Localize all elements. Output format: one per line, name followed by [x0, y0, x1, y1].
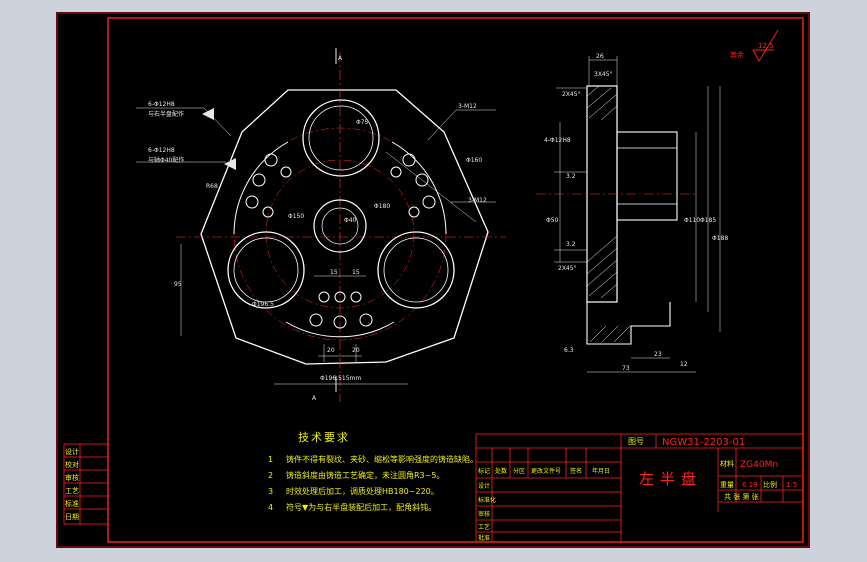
inner-border: [107, 17, 804, 543]
roughness-label: 其余: [730, 50, 744, 59]
sheet-info: 共 张 第 张: [724, 492, 759, 501]
revision-header: 分区: [513, 467, 525, 475]
dim-label: 3-M12: [458, 103, 477, 110]
signature-row: 标准化: [478, 496, 496, 504]
strip-label: 校对: [65, 460, 79, 469]
bore-left: [227, 231, 305, 309]
dim-label: Φ150: [288, 213, 304, 220]
dim-label: 3X45°: [594, 71, 613, 78]
material-value: ZG40Mn: [740, 460, 778, 470]
weight-value: 6.19: [742, 481, 758, 489]
front-view: [136, 48, 506, 402]
signature-row: 审核: [478, 510, 490, 518]
center-hub: [313, 199, 367, 253]
strip-label: 日期: [65, 513, 79, 521]
dim-label: 20: [352, 347, 360, 354]
dim-label: Φ75: [356, 119, 369, 126]
note-text: 符号▼为与右半盘装配后加工，配角斜钝。: [286, 503, 437, 512]
dim-label: 4-Φ12H8: [544, 137, 571, 144]
note-item: 2 铸造斜度由铸造工艺确定，未注圆角R3~5。: [268, 468, 444, 484]
dim-label: Φ196.515mm: [320, 375, 361, 382]
left-strip-labels: 设计 校对 审核 工艺 标准 日期: [65, 447, 79, 521]
signature-row: 批准: [478, 534, 490, 542]
note-number: 4: [268, 503, 274, 512]
part-name: 左半盘: [639, 470, 702, 488]
revision-header: 签名: [570, 467, 582, 475]
strip-label: 设计: [65, 447, 79, 456]
dim-label: Φ50: [546, 217, 559, 224]
dim-label: Φ196.5: [252, 301, 274, 308]
title-block-text: 图号 NGW31-2203-01 左半盘 材料 ZG40Mn 重量 6.19 比…: [478, 437, 797, 542]
drawing-sheet: 设计 校对 审核 工艺 标准 日期 图号 NGW31-2203-01 左半盘: [56, 12, 810, 548]
dim-label: 3.2: [566, 173, 576, 180]
strip-label: 审核: [65, 473, 79, 482]
strip-label: 标准: [65, 499, 79, 508]
strip-label: 工艺: [65, 487, 79, 495]
roughness-symbol: 其余 12.5: [730, 29, 779, 62]
dim-label: R68: [206, 183, 218, 190]
left-strip-table: [63, 443, 109, 525]
signature-row: 设计: [478, 482, 490, 490]
drawing-no: NGW31-2203-01: [662, 437, 745, 448]
revision-header: 处数: [495, 467, 507, 475]
note-item: 3 时效处理后加工，调质处理HB180~220。: [268, 484, 439, 500]
note-number: 2: [268, 471, 274, 480]
dim-label: Φ188: [712, 235, 728, 242]
section-label: A: [338, 55, 343, 62]
front-view-dimensions: A A 6-Φ12H8 与右半盘配作 6-Φ12H8 与轴Φ40配作 3-M12…: [148, 55, 487, 402]
front-outline: [200, 89, 489, 365]
outer-border: [56, 12, 810, 548]
dim-label: Φ40: [344, 217, 357, 224]
dim-label: Φ185: [700, 217, 716, 224]
dim-label: Φ180: [374, 203, 390, 210]
note-text: 时效处理后加工，调质处理HB180~220。: [286, 487, 439, 496]
material-label: 材料: [720, 459, 734, 468]
revision-header: 更改文件号: [531, 467, 561, 475]
dim-label: Φ160: [466, 157, 482, 164]
section-label: A: [312, 395, 317, 402]
note-item: 1 铸件不得有裂纹、夹砂、缩松等影响强度的铸造缺陷。: [268, 452, 478, 468]
dim-label: 2X45°: [562, 91, 581, 98]
revision-header: 年月日: [592, 467, 610, 475]
revision-header: 标记: [478, 467, 490, 475]
dim-label: 26: [596, 53, 604, 60]
dim-label: 6-Φ12H8: [148, 101, 175, 108]
note-item: 4 符号▼为与右半盘装配后加工，配角斜钝。: [268, 500, 436, 516]
notes-title: 技术要求: [298, 431, 350, 444]
note-number: 1: [268, 455, 274, 464]
dim-label: 20: [327, 347, 335, 354]
note-text: 铸造斜度由铸造工艺确定，未注圆角R3~5。: [286, 471, 445, 480]
scale-value: 1:5: [786, 481, 797, 489]
dim-label: 23: [654, 351, 662, 358]
dim-label: 3-M12: [468, 197, 487, 204]
dim-label: 2X45°: [558, 265, 577, 272]
dim-label: 与轴Φ40配作: [148, 156, 184, 164]
weight-label: 重量: [720, 481, 734, 489]
side-view: [536, 56, 721, 373]
bore-right: [377, 231, 455, 309]
dim-label: 与右半盘配作: [148, 110, 184, 118]
signature-row: 工艺: [478, 523, 490, 531]
dim-label: Φ110: [684, 217, 700, 224]
dim-label: 95: [174, 281, 182, 288]
scale-label: 比例: [763, 480, 777, 489]
roughness-value: 12.5: [758, 42, 774, 50]
bore-top: [302, 99, 380, 177]
dim-label: 6.3: [564, 347, 574, 354]
dim-label: 12: [680, 361, 688, 368]
note-text: 铸件不得有裂纹、夹砂、缩松等影响强度的铸造缺陷。: [286, 455, 478, 464]
dim-label: 15: [330, 269, 338, 276]
side-view-dimensions: 26 3X45° 2X45° 4-Φ12H8 3.2 3.2 Φ50 Φ110 …: [544, 53, 728, 372]
dim-label: 73: [622, 365, 630, 372]
dim-label: 3.2: [566, 241, 576, 248]
cad-drawing: 设计 校对 审核 工艺 标准 日期 图号 NGW31-2203-01 左半盘: [56, 12, 810, 548]
drawing-no-label: 图号: [628, 437, 644, 446]
dim-label: 6-Φ12H8: [148, 147, 175, 154]
dim-label: 15: [352, 269, 360, 276]
note-number: 3: [268, 487, 274, 496]
title-block: [475, 433, 804, 543]
